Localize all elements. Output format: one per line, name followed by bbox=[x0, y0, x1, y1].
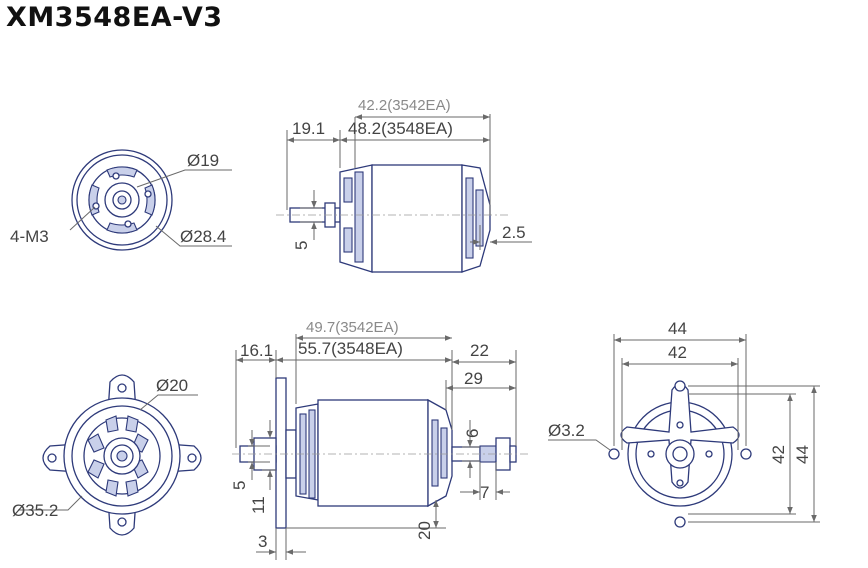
bottom-side-d11: 11 bbox=[249, 496, 268, 514]
top-side-shaft: 19.1 bbox=[292, 119, 325, 138]
top-side-shaft-d: 5 bbox=[292, 241, 311, 250]
bottom-side-d3: 3 bbox=[258, 532, 267, 551]
bottom-side-len-3542: 49.7(3542EA) bbox=[306, 319, 399, 336]
bottom-rear-h44: 44 bbox=[793, 445, 812, 464]
top-front-view bbox=[69, 149, 232, 251]
top-side-offset: 2.5 bbox=[502, 223, 526, 242]
bottom-side-d5: 5 bbox=[230, 481, 249, 490]
bottom-front-d20: Ø20 bbox=[156, 376, 188, 395]
top-side-view bbox=[276, 114, 532, 273]
bottom-front-view bbox=[18, 374, 202, 536]
top-side-len-3548: 48.2(3548EA) bbox=[348, 119, 453, 138]
bottom-side-d7: 7 bbox=[480, 483, 489, 502]
bottom-side-len-3548: 55.7(3548EA) bbox=[298, 339, 403, 358]
bottom-side-d6: 6 bbox=[463, 429, 482, 438]
model-title: XM3548EA-V3 bbox=[6, 2, 223, 33]
top-front-d19: Ø19 bbox=[187, 151, 219, 170]
bottom-side-d20: 20 bbox=[415, 521, 434, 540]
bottom-rear-w44: 44 bbox=[668, 319, 687, 338]
bottom-side-d29: 29 bbox=[464, 369, 483, 388]
bottom-rear-w42: 42 bbox=[668, 343, 687, 362]
bottom-side-d22: 22 bbox=[470, 341, 489, 360]
bottom-rear-hole: Ø3.2 bbox=[548, 421, 585, 440]
bottom-rear-view bbox=[548, 334, 820, 528]
top-front-mount: 4-M3 bbox=[10, 227, 49, 246]
bottom-side-view bbox=[232, 334, 530, 560]
bottom-side-shaft: 16.1 bbox=[240, 341, 273, 360]
top-front-d28: Ø28.4 bbox=[180, 227, 226, 246]
bottom-front-d35: Ø35.2 bbox=[12, 501, 58, 520]
bottom-rear-h42: 42 bbox=[769, 445, 788, 464]
top-side-len-3542: 42.2(3542EA) bbox=[358, 97, 451, 114]
